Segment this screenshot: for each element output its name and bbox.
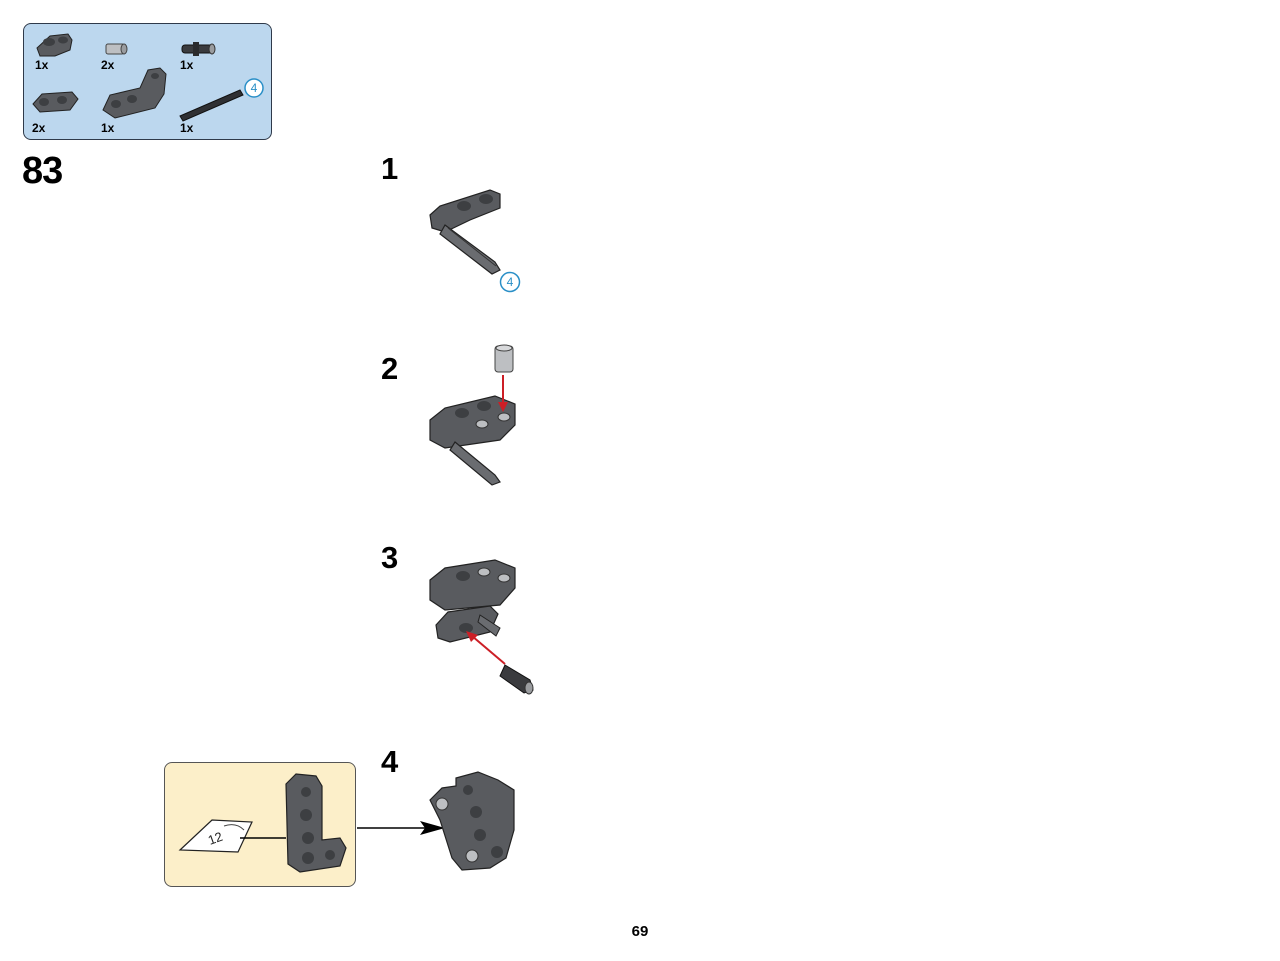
- page-number: 69: [631, 923, 649, 940]
- sub-step-number: 3: [381, 540, 399, 575]
- bent-beam-small-icon: [36, 33, 73, 57]
- callout-illustration: 12: [178, 773, 347, 873]
- axle-4-icon: [179, 89, 244, 122]
- main-step-number: 83: [22, 150, 63, 192]
- bush-light-gray-icon: [105, 43, 128, 55]
- step-4-assembly-illustration: [429, 771, 515, 871]
- sub-step-number: 1: [381, 151, 399, 186]
- template-number: 12: [206, 829, 225, 848]
- part-qty: 2x: [32, 121, 46, 135]
- part-qty: 1x: [35, 58, 49, 72]
- axle-length-badge-step-1: 4: [507, 275, 514, 289]
- sub-step-number: 4: [381, 744, 399, 779]
- callout-arrow: [357, 821, 445, 835]
- l-beam-icon: [102, 67, 167, 119]
- part-qty: 1x: [101, 121, 115, 135]
- pin-connector-dark-icon: [181, 42, 216, 56]
- sub-step-number: 2: [381, 351, 399, 386]
- svg-text:4: 4: [251, 81, 258, 95]
- part-qty: 1x: [180, 58, 194, 72]
- axle-length-badge: 4: [244, 78, 264, 98]
- part-qty: 2x: [101, 58, 115, 72]
- step-1-assembly-illustration: 4: [429, 189, 521, 293]
- beam-2-pin-icon: [32, 91, 79, 113]
- part-qty: 1x: [180, 121, 194, 135]
- step-3-assembly-illustration: [429, 559, 534, 695]
- step-2-assembly-illustration: [429, 344, 516, 486]
